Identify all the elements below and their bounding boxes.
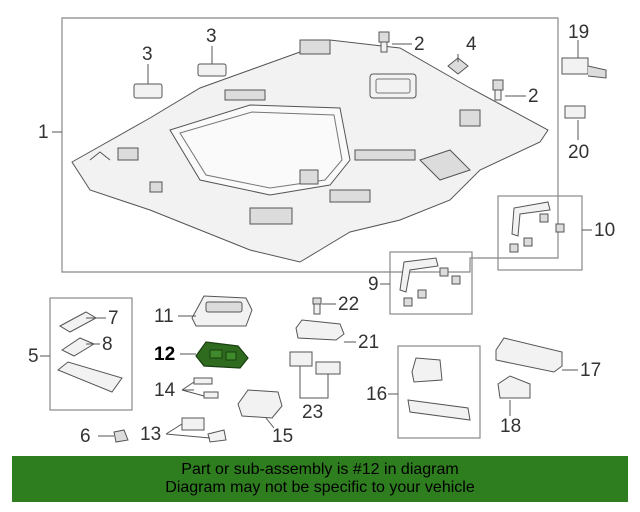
- lamp-part-15: [237, 389, 283, 419]
- callout-16: 16: [366, 384, 387, 405]
- callout-17: 17: [580, 360, 601, 381]
- nut-part-4: [447, 57, 469, 75]
- callout-1: 1: [38, 122, 49, 143]
- callout-4: 4: [466, 34, 477, 55]
- wire-clip-part-19: [561, 57, 607, 79]
- clip-part-6: [113, 429, 129, 443]
- callout-2a: 2: [414, 34, 425, 55]
- screw-part-22: [312, 297, 322, 315]
- lens-part-13a: [181, 417, 205, 431]
- sun-visor: [57, 361, 123, 393]
- callout-20: 20: [568, 142, 589, 163]
- callout-3b: 3: [206, 26, 217, 47]
- callout-10: 10: [594, 220, 615, 241]
- info-banner: Part or sub-assembly is #12 in diagram D…: [12, 456, 628, 502]
- box-part-16: [397, 345, 481, 439]
- callout-7: 7: [108, 308, 119, 329]
- banner-line-2: Diagram may not be specific to your vehi…: [165, 479, 475, 496]
- bracket-part-18: [497, 375, 531, 399]
- leader-lines: [40, 40, 592, 439]
- box-part-10: [497, 195, 583, 271]
- console-trim-part-16: [407, 399, 471, 421]
- callout-5: 5: [28, 346, 39, 367]
- headliner-console-mount: [249, 207, 293, 225]
- callout-21: 21: [358, 332, 379, 353]
- bulb-part-14b: [203, 391, 219, 399]
- callout-6: 6: [80, 426, 91, 447]
- grab-handle-part-10: [511, 201, 551, 237]
- box-part-5: [49, 297, 133, 411]
- grab-handle-part-9: [399, 257, 439, 293]
- callout-11: 11: [154, 306, 174, 327]
- screw-part-2b: [492, 79, 504, 101]
- visor-clip-part-8: [61, 337, 96, 357]
- callout-8: 8: [102, 334, 113, 355]
- callout-9: 9: [368, 274, 379, 295]
- overhead-console-part-17: [495, 337, 563, 373]
- headliner-frame: [61, 17, 559, 273]
- console-cover-part-16: [411, 357, 443, 383]
- callout-23: 23: [302, 402, 323, 423]
- bulb-part-14a: [193, 377, 213, 385]
- visor-holder-part-7: [58, 311, 98, 333]
- callout-13: 13: [140, 424, 161, 445]
- callout-14: 14: [154, 380, 176, 401]
- clip-part-20: [564, 105, 586, 119]
- lens-part-23b: [315, 361, 341, 375]
- headliner-group: [61, 17, 559, 273]
- lens-part-23a: [289, 351, 313, 367]
- callout-3a: 3: [142, 44, 153, 65]
- box-part-9: [389, 251, 473, 315]
- banner-line-1: Part or sub-assembly is #12 in diagram: [181, 461, 459, 478]
- highlighted-part-12: [195, 341, 249, 369]
- clip-part-3a: [133, 83, 163, 99]
- callout-19: 19: [568, 22, 589, 43]
- clip-part-3b: [197, 63, 227, 77]
- callout-22: 22: [338, 294, 359, 315]
- lamp-part-21: [295, 319, 345, 341]
- callout-2b: 2: [528, 86, 539, 107]
- lens-part-13b: [207, 429, 227, 443]
- callout-15: 15: [272, 426, 293, 447]
- headliner-vent: [369, 73, 417, 99]
- callout-12: 12: [154, 344, 175, 365]
- callout-18: 18: [500, 416, 521, 437]
- screw-part-2a: [378, 31, 390, 53]
